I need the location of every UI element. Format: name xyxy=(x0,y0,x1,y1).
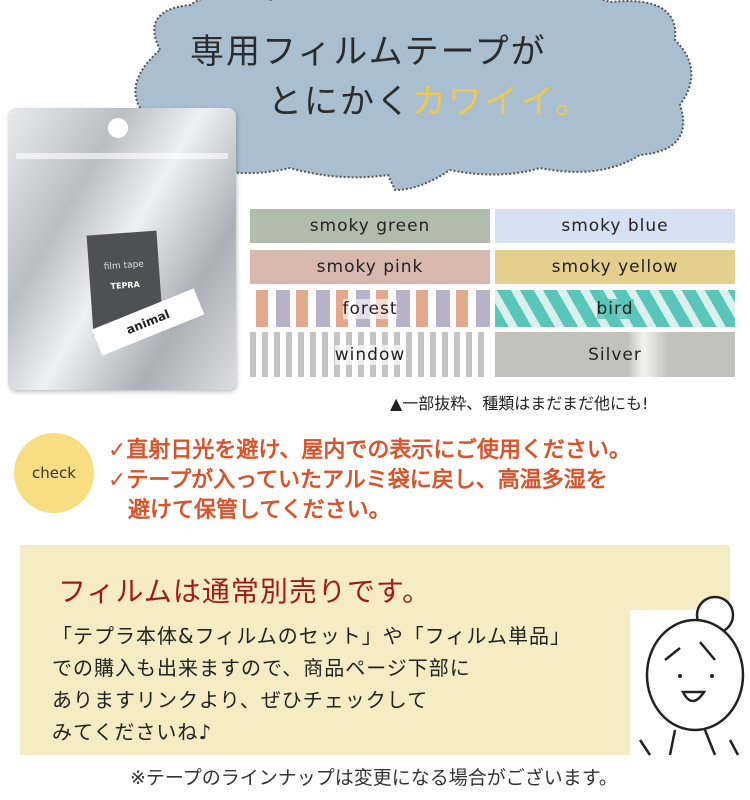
tape-smoky-blue: smoky blue xyxy=(495,209,735,243)
staff-illustration xyxy=(630,595,750,760)
zipper xyxy=(16,153,228,159)
headline-line-1: 専用フィルムテープが xyxy=(190,32,547,72)
headline-line-2: とにかくカワイイ。 xyxy=(268,74,591,123)
headline-prefix: とにかく xyxy=(268,82,412,122)
info-title: フィルムは通常別売りです。 xyxy=(58,575,432,608)
check-item-2: ✓テープが入っていたアルミ袋に戻し、高温多湿を xyxy=(108,468,608,493)
hang-hole xyxy=(108,118,128,138)
tape-label: window xyxy=(334,344,406,365)
info-line-3: ありますリンクより、ぜひチェックして xyxy=(52,688,429,712)
tape-smoky-pink: smoky pink xyxy=(250,250,490,284)
tape-label: smoky pink xyxy=(316,257,424,277)
lineup-disclaimer: ※テープのラインナップは変更になる場合がございます。 xyxy=(130,767,618,789)
tape-silver: Silver xyxy=(495,332,735,377)
tape-label: forest xyxy=(342,298,398,319)
tape-label: smoky green xyxy=(309,216,431,236)
tape-forest: forest xyxy=(250,290,490,327)
tape-label: Silver xyxy=(588,344,642,365)
check-badge: check xyxy=(14,433,94,513)
info-line-1: 「テプラ本体&フィルムのセット」や「フィルム単品」 xyxy=(52,624,571,648)
info-line-4: みてくださいね♪ xyxy=(52,720,213,744)
check-item-1: ✓直射日光を避け、屋内での表示にご使用ください。 xyxy=(108,438,631,463)
lineup-note: ▲一部抜粋、種類はまだまだ他にも! xyxy=(390,394,649,413)
tape-label: smoky yellow xyxy=(551,257,679,277)
tape-bird: bird xyxy=(495,290,735,327)
cartridge-label: film tape xyxy=(103,259,145,273)
info-box xyxy=(20,545,730,755)
tape-smoky-yellow: smoky yellow xyxy=(495,250,735,284)
brand-logo: TEPRA xyxy=(110,279,141,291)
check-item-2-cont: 避けて保管してください。 xyxy=(128,498,391,523)
info-line-2: での購入も出来ますので、商品ページ下部に xyxy=(52,656,471,680)
tape-smoky-green: smoky green xyxy=(250,209,490,243)
tape-label: smoky blue xyxy=(561,216,669,236)
tape-window: window xyxy=(250,332,490,377)
tape-label: bird xyxy=(596,298,634,319)
speech-bubble xyxy=(134,0,693,192)
headline-highlight: カワイイ。 xyxy=(412,82,592,122)
